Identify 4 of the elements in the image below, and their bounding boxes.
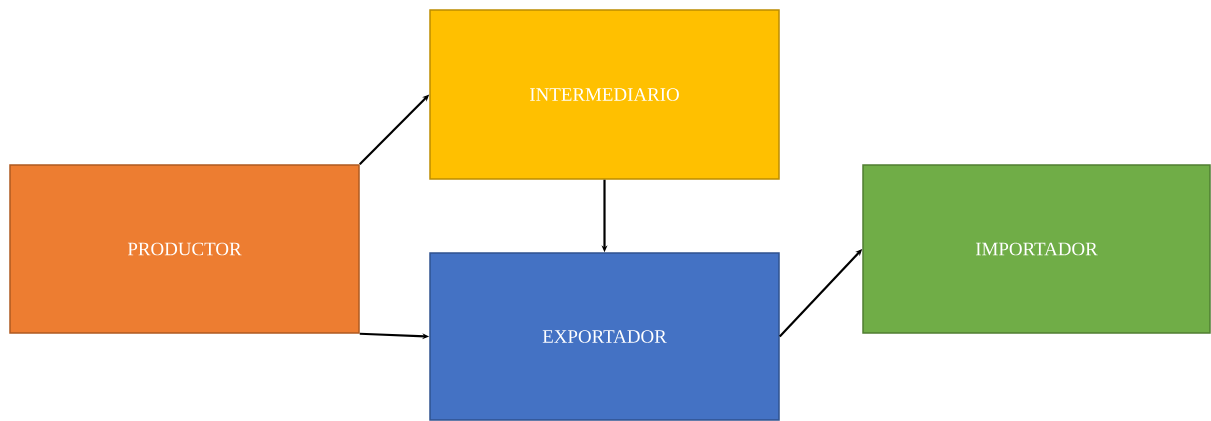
process-box: INTERMEDIARIO xyxy=(429,9,780,180)
process-box: EXPORTADOR xyxy=(429,252,780,421)
process-box: IMPORTADOR xyxy=(862,164,1211,334)
process-box: PRODUCTOR xyxy=(9,164,360,334)
